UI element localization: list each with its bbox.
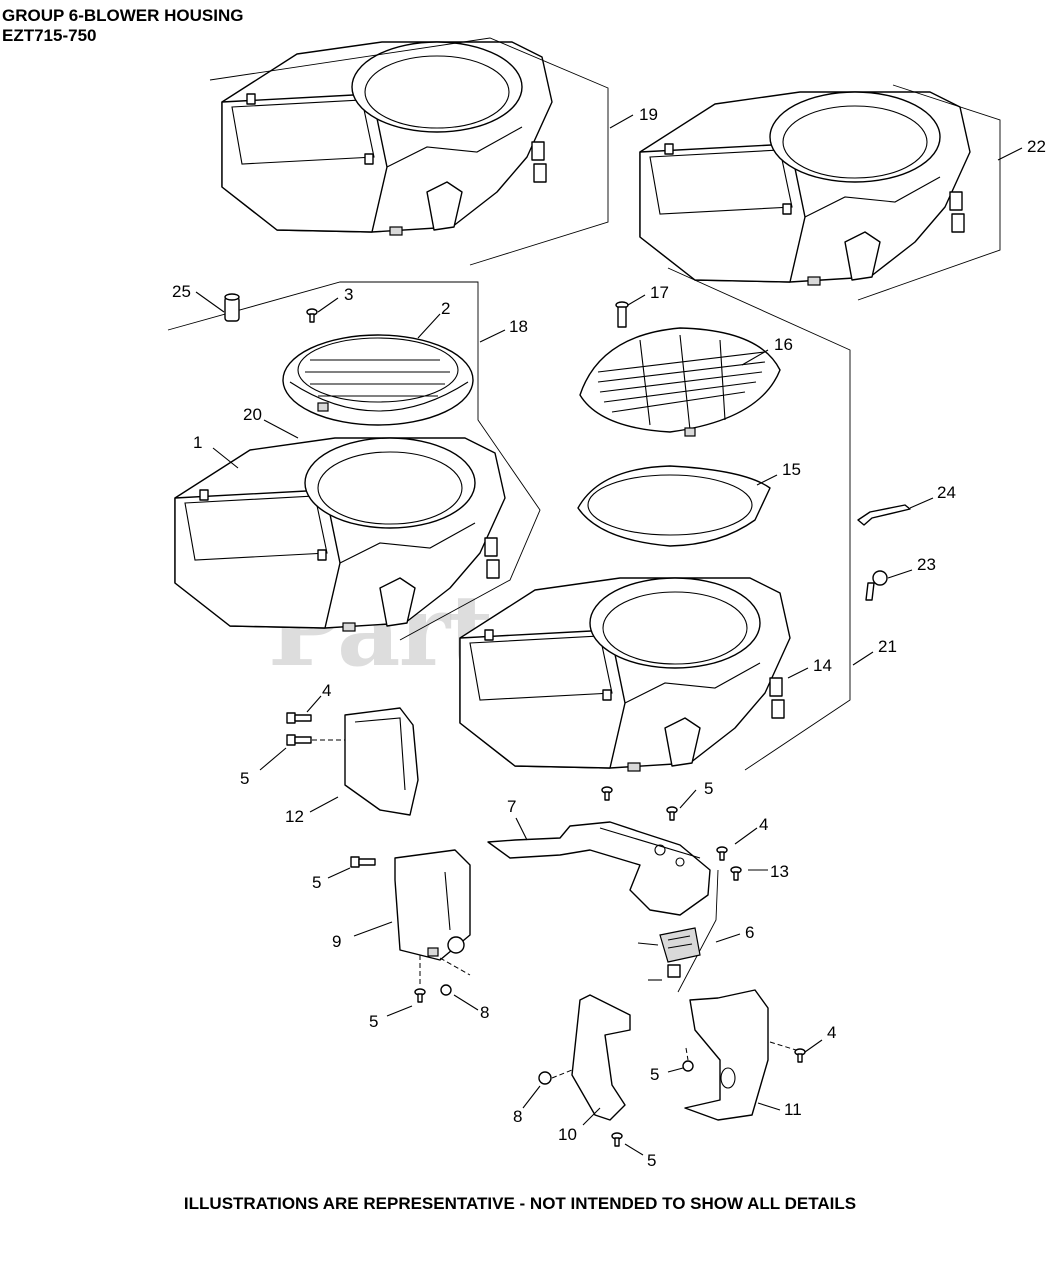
- bolt-4-center: [716, 846, 728, 861]
- callout-5-center: 5: [704, 779, 713, 798]
- bolt-4-left: [286, 712, 312, 724]
- callout-1: 1: [193, 433, 202, 452]
- callout-25: 25: [172, 282, 191, 301]
- callout-19: 19: [639, 105, 658, 124]
- cable-clamp-23: [865, 570, 888, 601]
- callout-8-right: 8: [513, 1107, 522, 1126]
- leader-lines: [195, 114, 1023, 1156]
- disclaimer-footer: ILLUSTRATIONS ARE REPRESENTATIVE - NOT I…: [183, 1194, 857, 1213]
- baffle-12: [344, 707, 419, 816]
- callout-8-left: 8: [480, 1003, 489, 1022]
- blower-housing-22: [639, 91, 971, 286]
- callout-14: 14: [813, 656, 832, 675]
- callout-13: 13: [770, 862, 789, 881]
- bolt-5-left: [286, 734, 312, 746]
- bracket-7: [487, 821, 711, 916]
- screw-5-bottom-left: [414, 988, 426, 1003]
- screen-gasket-15: [577, 465, 771, 547]
- nut-8-right: [538, 1071, 552, 1085]
- callout-15: 15: [782, 460, 801, 479]
- callout-5-right: 5: [650, 1065, 659, 1084]
- rotating-screen-2: [282, 334, 474, 426]
- callout-18: 18: [509, 317, 528, 336]
- callout-5-bottom-center: 5: [647, 1151, 656, 1170]
- callout-21: 21: [878, 637, 897, 656]
- callout-4-upper-left: 4: [322, 681, 331, 700]
- blower-housing-14: [459, 577, 791, 772]
- blower-housing-1: [174, 437, 506, 632]
- callout-12: 12: [285, 807, 304, 826]
- model-subtitle: EZT715-750: [2, 26, 97, 45]
- baffle-9: [394, 849, 471, 961]
- callout-23: 23: [917, 555, 936, 574]
- baffle-10: [571, 994, 631, 1121]
- callout-24: 24: [937, 483, 956, 502]
- screw-5-center-a: [601, 786, 613, 801]
- callout-11: 11: [784, 1100, 802, 1119]
- callout-22: 22: [1027, 137, 1046, 156]
- callout-4-center: 4: [759, 815, 768, 834]
- page-title: GROUP 6-BLOWER HOUSING: [2, 6, 244, 25]
- screw-13: [730, 866, 742, 881]
- callout-6: 6: [745, 923, 754, 942]
- rotating-screen-16: [579, 327, 781, 437]
- callout-7: 7: [507, 797, 516, 816]
- callout-5-mid-left: 5: [312, 873, 321, 892]
- callout-10: 10: [558, 1125, 577, 1144]
- callout-3: 3: [344, 285, 353, 304]
- screw-5-center-b: [666, 806, 678, 821]
- callout-5-upper-left: 5: [240, 769, 249, 788]
- screw-5-right: [682, 1060, 694, 1072]
- baffle-11: [684, 989, 769, 1121]
- screw-3: [306, 308, 318, 323]
- screw-17: [615, 301, 629, 328]
- callout-17: 17: [650, 283, 669, 302]
- nut-8-left: [440, 984, 452, 996]
- callout-4-right: 4: [827, 1023, 836, 1042]
- clip-24: [857, 504, 911, 526]
- callout-20: 20: [243, 405, 262, 424]
- callout-5-bottom-left: 5: [369, 1012, 378, 1031]
- spacer-25: [224, 293, 240, 322]
- callout-9: 9: [332, 932, 341, 951]
- rectifier-6: [659, 927, 701, 978]
- screw-4-right: [794, 1048, 806, 1063]
- screw-5-bottom-center: [611, 1132, 623, 1147]
- bolt-5-mid-left: [350, 856, 376, 868]
- callout-16: 16: [774, 335, 793, 354]
- callout-2: 2: [441, 299, 450, 318]
